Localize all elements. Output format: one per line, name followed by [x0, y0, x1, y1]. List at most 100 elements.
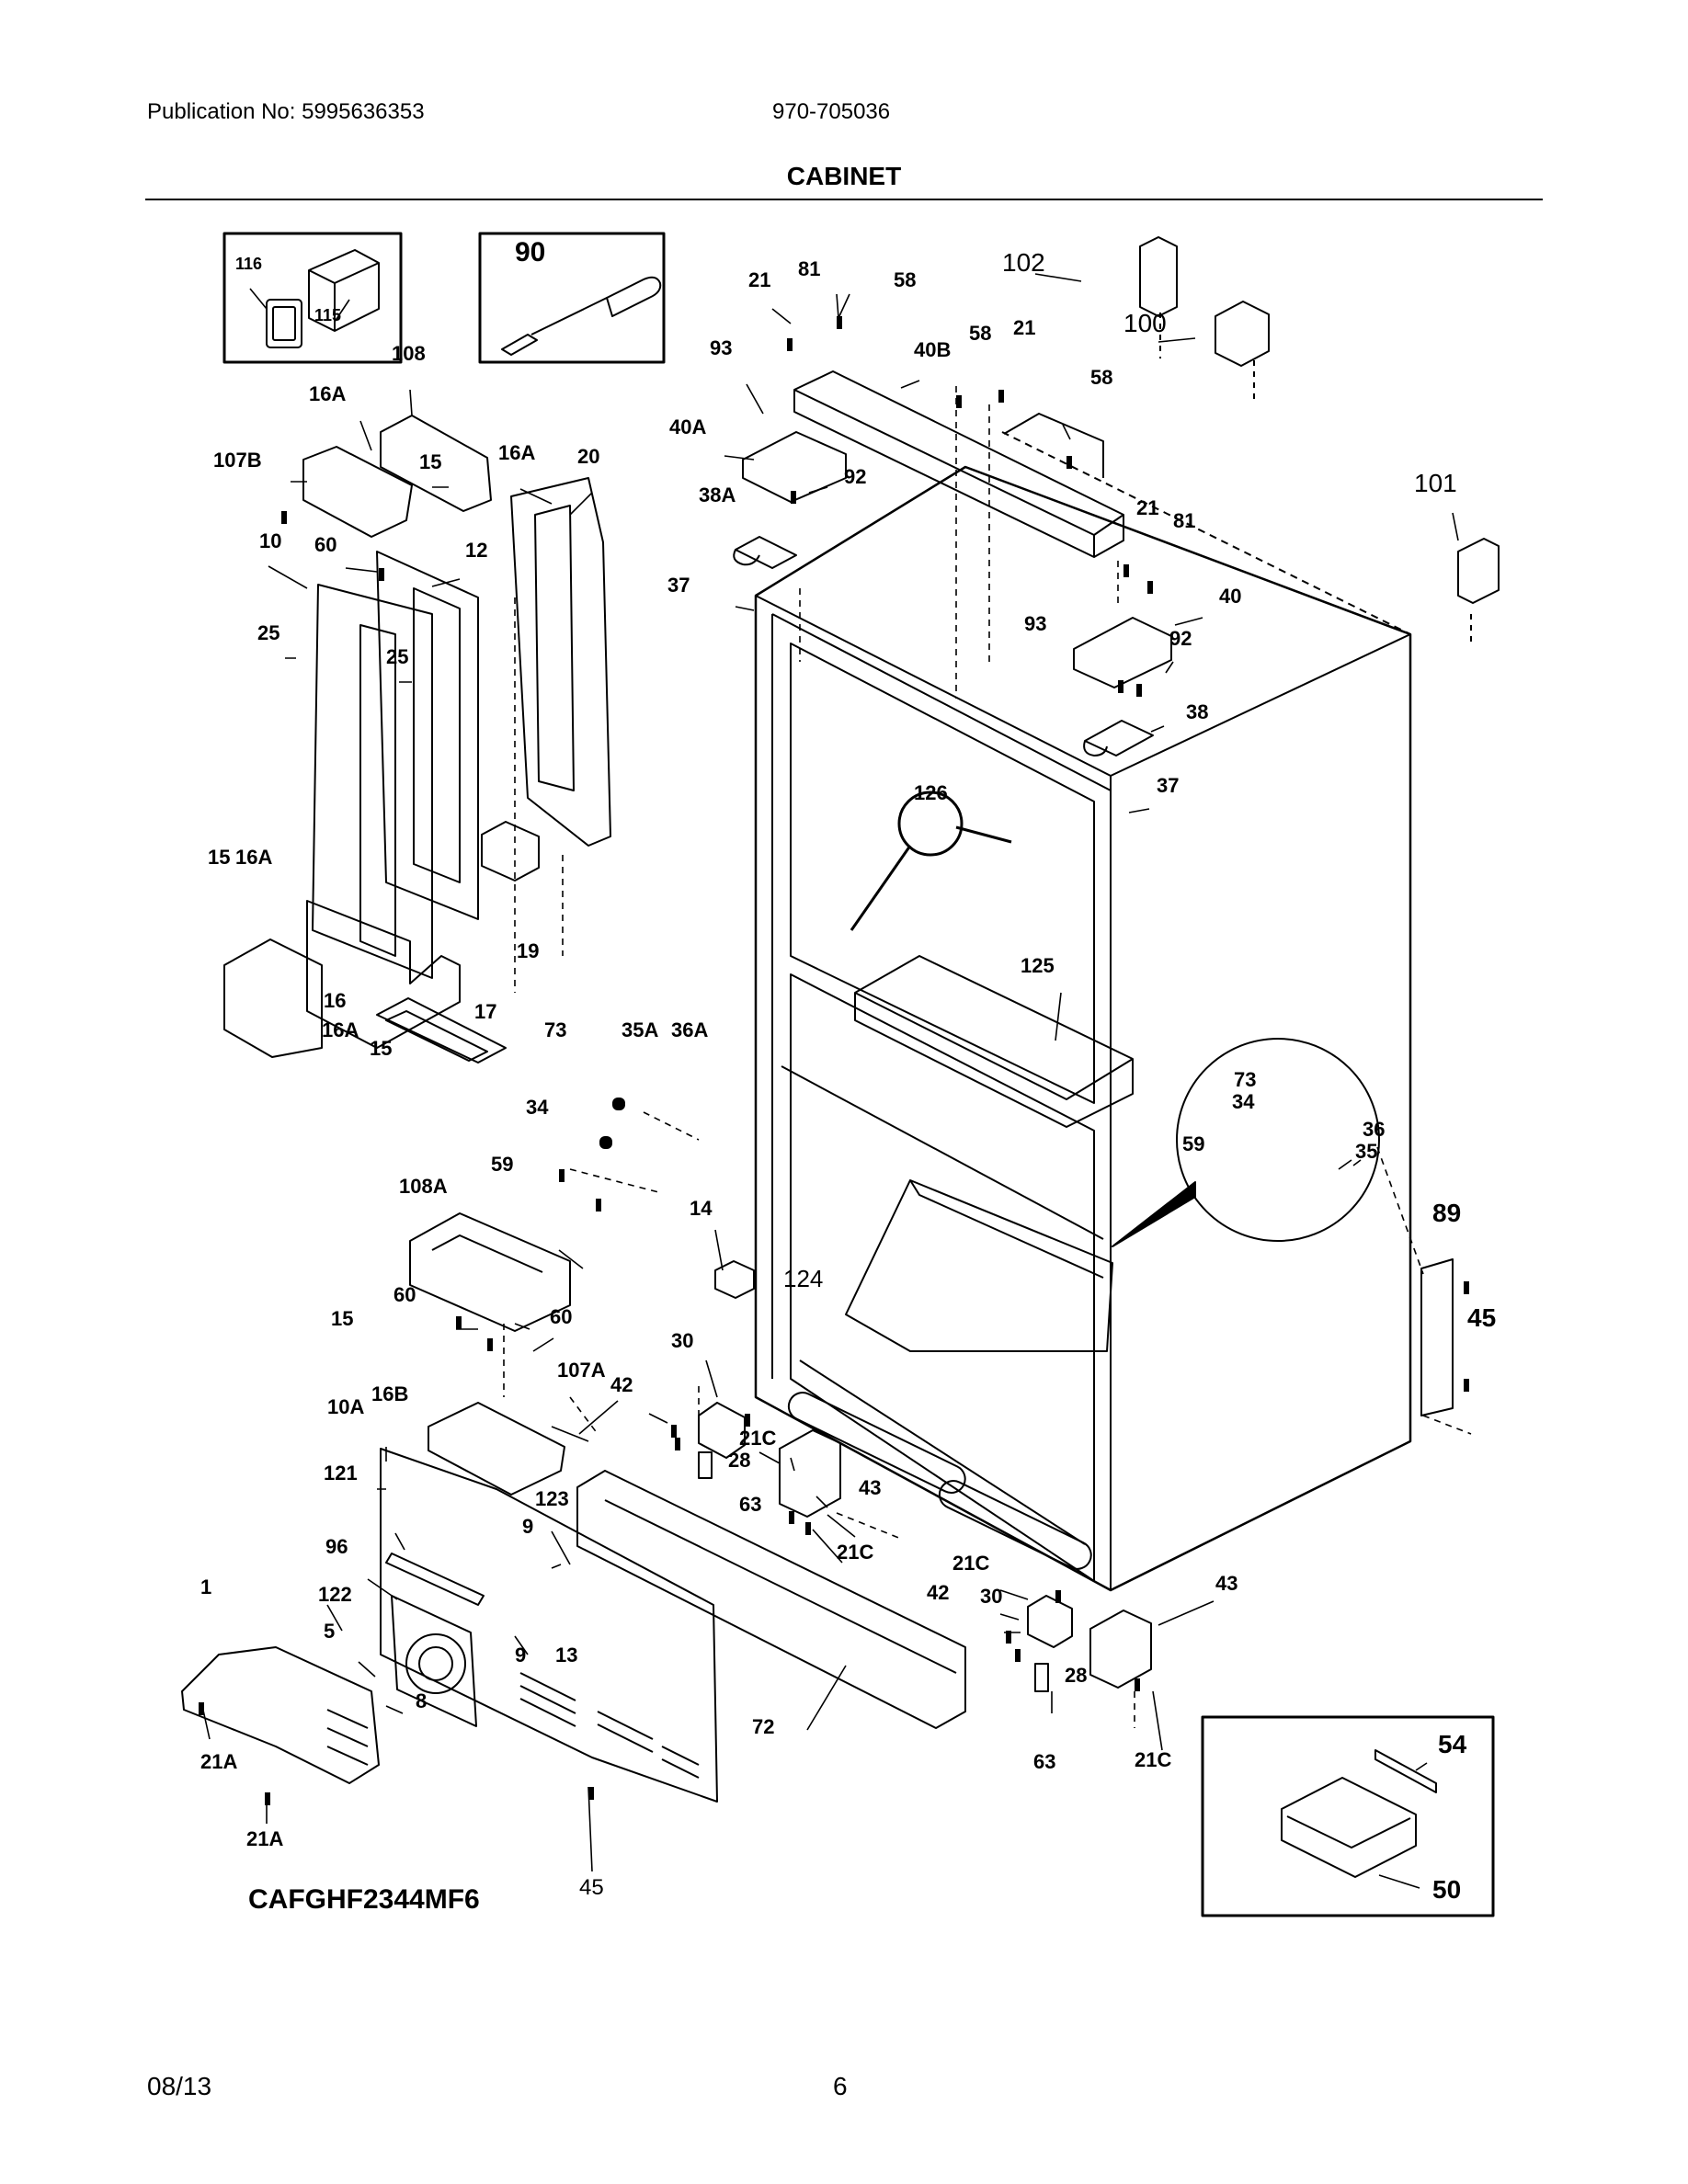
callout-107b: 107B [213, 449, 262, 472]
callout-45-b: 45 [579, 1875, 604, 1900]
callout-125: 125 [1021, 954, 1055, 977]
callout-15-a: 15 [419, 450, 442, 473]
callout-54: 54 [1438, 1730, 1467, 1758]
callout-35a: 35A [622, 1018, 659, 1041]
callout-34-b: 34 [1232, 1090, 1255, 1113]
callout-42-a: 42 [610, 1373, 633, 1396]
cabinet-shell [754, 465, 1412, 1592]
callout-20: 20 [577, 445, 600, 468]
detail-circle-126 [897, 791, 964, 857]
callout-25-b: 25 [386, 645, 409, 668]
callout-122: 122 [318, 1583, 352, 1606]
callout-19: 19 [517, 939, 540, 962]
model-number: CAFGHF2344MF6 [248, 1884, 480, 1915]
callout-45-a: 45 [1467, 1303, 1497, 1332]
footer-date: 08/13 [147, 2072, 212, 2100]
callout-21-c: 21 [1136, 496, 1159, 519]
callout-35: 35 [1355, 1140, 1378, 1163]
callout-107a: 107A [557, 1359, 606, 1382]
callout-90: 90 [515, 237, 546, 267]
callout-40b: 40B [914, 338, 952, 361]
callout-5: 5 [324, 1620, 336, 1643]
callout-16a-d: 16A [322, 1018, 359, 1041]
callout-58-c: 58 [1090, 366, 1113, 389]
callout-8: 8 [416, 1689, 428, 1712]
callout-37-a: 37 [667, 574, 690, 597]
callout-34-a: 34 [526, 1096, 549, 1119]
callout-28-b: 28 [1065, 1664, 1088, 1687]
callout-59-b: 59 [1182, 1132, 1205, 1155]
callout-21-b: 21 [1013, 316, 1036, 339]
callout-13: 13 [555, 1644, 578, 1666]
page-number: 6 [833, 2072, 848, 2100]
callout-15-b: 15 [208, 846, 231, 869]
callout-36: 36 [1363, 1118, 1386, 1141]
callout-9-b: 9 [515, 1644, 527, 1666]
callout-21c-a: 21C [739, 1427, 777, 1450]
callout-108a: 108A [399, 1175, 448, 1198]
liner-panel-12 [376, 551, 479, 920]
kick-plate-72 [576, 1470, 966, 1729]
callout-93-b: 93 [1024, 612, 1047, 635]
callout-63-b: 63 [1033, 1750, 1056, 1773]
callout-123: 123 [535, 1487, 569, 1510]
liner-panel-10A [380, 1448, 718, 1803]
callout-116: 116 [235, 255, 263, 273]
callout-15-d: 15 [331, 1307, 354, 1330]
callout-92-a: 92 [844, 465, 867, 488]
callout-60-c: 60 [550, 1305, 573, 1328]
publication-number: Publication No: 5995636353 [147, 99, 425, 124]
detail-circle-hinge [1176, 1038, 1380, 1242]
callout-40a: 40A [669, 415, 707, 438]
callout-63-a: 63 [739, 1493, 762, 1516]
callout-101: 101 [1414, 469, 1457, 497]
callout-121: 121 [324, 1462, 358, 1484]
callout-50: 50 [1432, 1875, 1462, 1904]
callout-59-a: 59 [491, 1153, 514, 1176]
inset-box-accessory-tray [1201, 1715, 1495, 1917]
callout-15-c: 15 [370, 1037, 393, 1060]
callout-100: 100 [1123, 309, 1167, 337]
callout-73-a: 73 [544, 1018, 567, 1041]
callout-21c-b: 21C [837, 1541, 874, 1564]
callout-16a-c: 16A [235, 846, 273, 869]
callout-28-a: 28 [728, 1449, 751, 1472]
liner-panel-20 [510, 477, 611, 847]
callout-21c-c: 21C [952, 1552, 990, 1575]
callout-40: 40 [1219, 585, 1242, 608]
callout-81-b: 81 [1173, 509, 1196, 532]
callout-36a: 36A [671, 1018, 709, 1041]
callout-58-b: 58 [969, 322, 992, 345]
callout-43-a: 43 [859, 1476, 882, 1499]
document-code: 970-705036 [772, 99, 891, 124]
callout-73-b: 73 [1234, 1068, 1257, 1091]
callout-92-b: 92 [1169, 627, 1192, 650]
liner-panel-10 [312, 584, 433, 979]
callout-9-a: 9 [522, 1515, 534, 1538]
callout-10a: 10A [327, 1395, 365, 1418]
callout-102: 102 [1002, 248, 1045, 277]
callout-12: 12 [465, 539, 488, 562]
callout-96: 96 [325, 1535, 348, 1558]
callout-21a-b: 21A [246, 1827, 284, 1850]
callout-16: 16 [324, 989, 347, 1012]
callout-60-a: 60 [314, 533, 337, 556]
callout-14: 14 [690, 1197, 713, 1220]
callout-16b: 16B [371, 1382, 409, 1405]
callout-21-a: 21 [748, 268, 771, 291]
callout-124: 124 [783, 1265, 824, 1292]
callout-16a-b: 16A [498, 441, 536, 464]
callout-89: 89 [1432, 1199, 1462, 1227]
callout-60-b: 60 [393, 1283, 416, 1306]
callout-93-a: 93 [710, 336, 733, 359]
inset-box-gasket [222, 232, 403, 364]
callout-10: 10 [259, 529, 282, 552]
callout-1: 1 [200, 1575, 212, 1598]
callout-115: 115 [314, 306, 342, 324]
callout-21a-a: 21A [200, 1750, 238, 1773]
callout-30-a: 30 [671, 1329, 694, 1352]
page-title: CABINET [786, 162, 902, 190]
callout-30-b: 30 [980, 1585, 1003, 1608]
callout-81-a: 81 [798, 257, 821, 280]
